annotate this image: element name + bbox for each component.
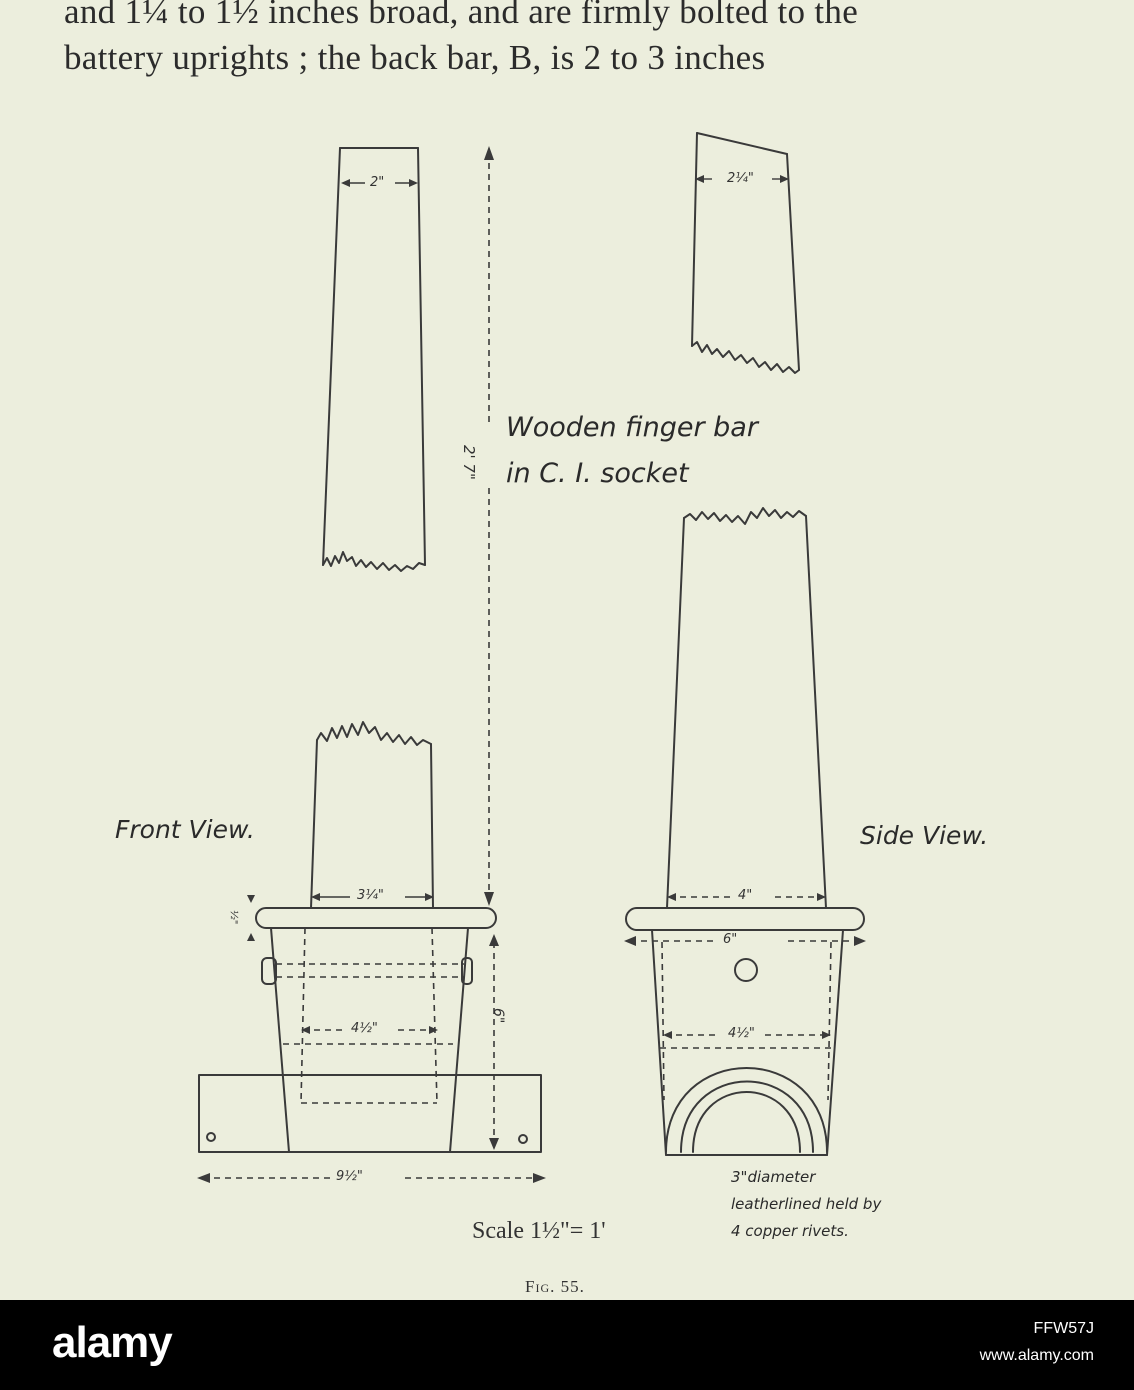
dim-side-rim: 6"	[723, 932, 738, 947]
dim-bar-length: 2' 7"	[460, 445, 478, 480]
technical-drawing	[197, 132, 866, 1183]
dim-base-width: 9½"	[336, 1169, 363, 1184]
dim-socket-front-inner: 4½"	[351, 1021, 378, 1036]
page: and 1¼ to 1½ inches broad, and are firml…	[64, 0, 989, 1296]
dim-socket-height: 6"	[490, 1008, 506, 1024]
finger-bar-front-top	[322, 147, 426, 572]
note-line-1: 3"diameter	[731, 1168, 816, 1186]
scale-label: Scale 1½"= 1'	[472, 1218, 606, 1244]
figure-title-line-2: in C. I. socket	[506, 458, 689, 489]
site-url: www.alamy.com	[979, 1347, 1094, 1364]
finger-bar-side-top	[691, 132, 800, 374]
watermark-footer	[0, 1300, 1134, 1390]
front-socket-rim	[255, 907, 497, 929]
brand-logo: alamy	[52, 1318, 173, 1367]
figure-title-line-1: Wooden finger bar	[506, 412, 758, 443]
note-line-2: leatherlined held by	[731, 1195, 882, 1213]
front-view-label: Front View.	[115, 815, 255, 844]
dim-side-inner: 4½"	[728, 1026, 755, 1041]
front-base-plate	[198, 1074, 542, 1153]
side-bolt-head	[734, 958, 758, 982]
image-id: FFW57J	[1033, 1320, 1094, 1337]
dim-socket-front-top: 3¼"	[357, 888, 384, 903]
front-view-bar	[310, 721, 434, 909]
note-line-3: 4 copper rivets.	[731, 1222, 849, 1240]
side-socket-rim	[625, 907, 865, 931]
body-text-line-2: battery uprights ; the back bar, B, is 2…	[64, 38, 766, 77]
dim-bar-side-width: 2¼"	[727, 171, 754, 186]
body-text-line-1: and 1¼ to 1½ inches broad, and are firml…	[64, 0, 859, 31]
dim-rim-thickness: ½"	[228, 910, 239, 925]
dim-bar-front-width: 2"	[370, 175, 385, 190]
side-view-label: Side View.	[860, 821, 989, 850]
figure-caption: Fig. 55.	[525, 1277, 585, 1296]
dim-side-top: 4"	[738, 888, 753, 903]
